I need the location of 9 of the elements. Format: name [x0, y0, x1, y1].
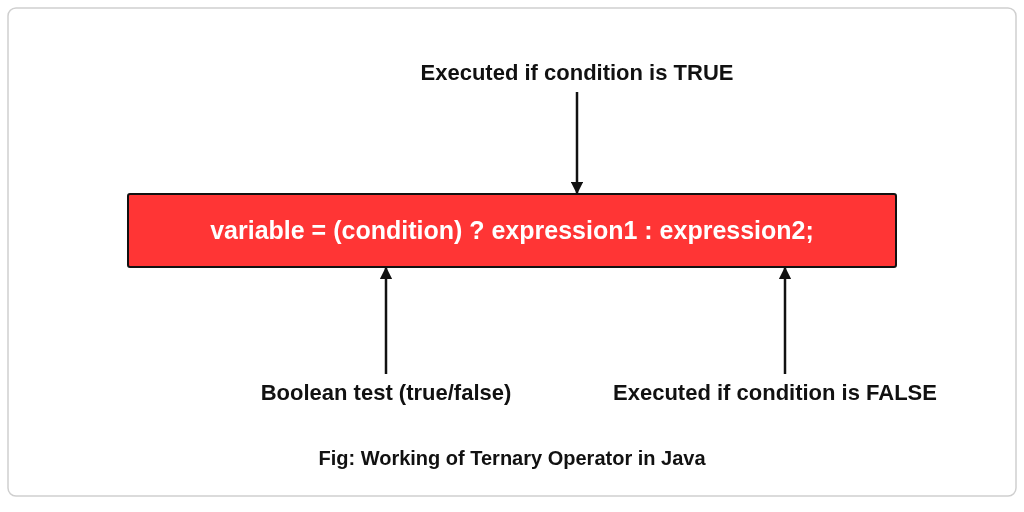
- arrow: [379, 266, 393, 374]
- code-statement: variable = (condition) ? expression1 : expression2;: [210, 216, 814, 245]
- code-box: [127, 193, 897, 268]
- annotation-text: Executed if condition is TRUE: [420, 60, 734, 86]
- arrow: [570, 92, 584, 195]
- figure-caption: Fig: Working of Ternary Operator in Java: [317, 447, 707, 470]
- arrow: [778, 266, 792, 374]
- annotation-text: Executed if condition is FALSE: [613, 380, 937, 406]
- annotation-text: Boolean test (true/false): [260, 380, 512, 406]
